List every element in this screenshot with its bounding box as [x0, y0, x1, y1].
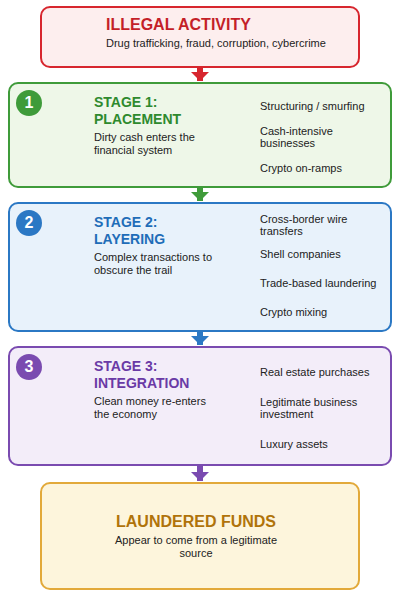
box-description: Complex transactions to obscure the trai…: [94, 251, 214, 277]
stage-box: STAGE 2: LAYERING Complex transactions to…: [8, 202, 392, 332]
bullet-item: Crypto mixing: [260, 306, 388, 318]
step-number-text: 2: [25, 215, 34, 231]
flow-arrow: [197, 188, 203, 201]
bullet-item: Legitimate business investment: [260, 396, 388, 420]
bullet-item: Real estate purchases: [260, 366, 388, 378]
step-number: 3: [16, 354, 42, 380]
bullet-item: Cash-intensive businesses: [260, 125, 388, 149]
step-number-text: 3: [25, 359, 34, 375]
stage-box: STAGE 1: PLACEMENT Dirty cash enters the …: [8, 82, 392, 188]
step-number: 1: [16, 90, 42, 116]
box-title: LAUNDERED FUNDS: [110, 512, 282, 531]
source-box: ILLEGAL ACTIVITY Drug trafficking, fraud,…: [40, 6, 360, 68]
box-title: STAGE 1: PLACEMENT: [94, 94, 214, 128]
box-title: STAGE 2: LAYERING: [94, 214, 214, 248]
box-description: Drug trafficking, fraud, corruption, cyb…: [106, 37, 352, 50]
box-description: Clean money re-enters the economy: [94, 395, 214, 421]
box-description: Dirty cash enters the financial system: [94, 131, 214, 157]
box-title: ILLEGAL ACTIVITY: [106, 15, 352, 34]
step-number-text: 1: [25, 95, 34, 111]
bullet-item: Shell companies: [260, 248, 388, 260]
bullet-item: Crypto on-ramps: [260, 162, 388, 174]
bullet-item: Luxury assets: [260, 438, 388, 450]
flow-arrow: [197, 466, 203, 481]
text-column: LAUNDERED FUNDS Appear to come from a leg…: [110, 512, 282, 560]
result-box: LAUNDERED FUNDS Appear to come from a leg…: [40, 482, 360, 590]
bullet-item: Structuring / smurfing: [260, 100, 388, 112]
text-column: ILLEGAL ACTIVITY Drug trafficking, fraud,…: [106, 15, 352, 50]
flow-arrow: [197, 68, 203, 81]
stage-box: STAGE 3: INTEGRATION Clean money re-enter…: [8, 346, 392, 466]
flow-arrow: [197, 332, 203, 345]
box-description: Appear to come from a legitimate source: [110, 534, 282, 560]
text-column: STAGE 2: LAYERING Complex transactions to…: [94, 214, 214, 277]
step-number: 2: [16, 210, 42, 236]
bullet-item: Cross-border wire transfers: [260, 213, 388, 237]
text-column: STAGE 1: PLACEMENT Dirty cash enters the …: [94, 94, 214, 157]
bullet-item: Trade-based laundering: [260, 277, 388, 289]
box-title: STAGE 3: INTEGRATION: [94, 358, 214, 392]
text-column: STAGE 3: INTEGRATION Clean money re-enter…: [94, 358, 214, 421]
